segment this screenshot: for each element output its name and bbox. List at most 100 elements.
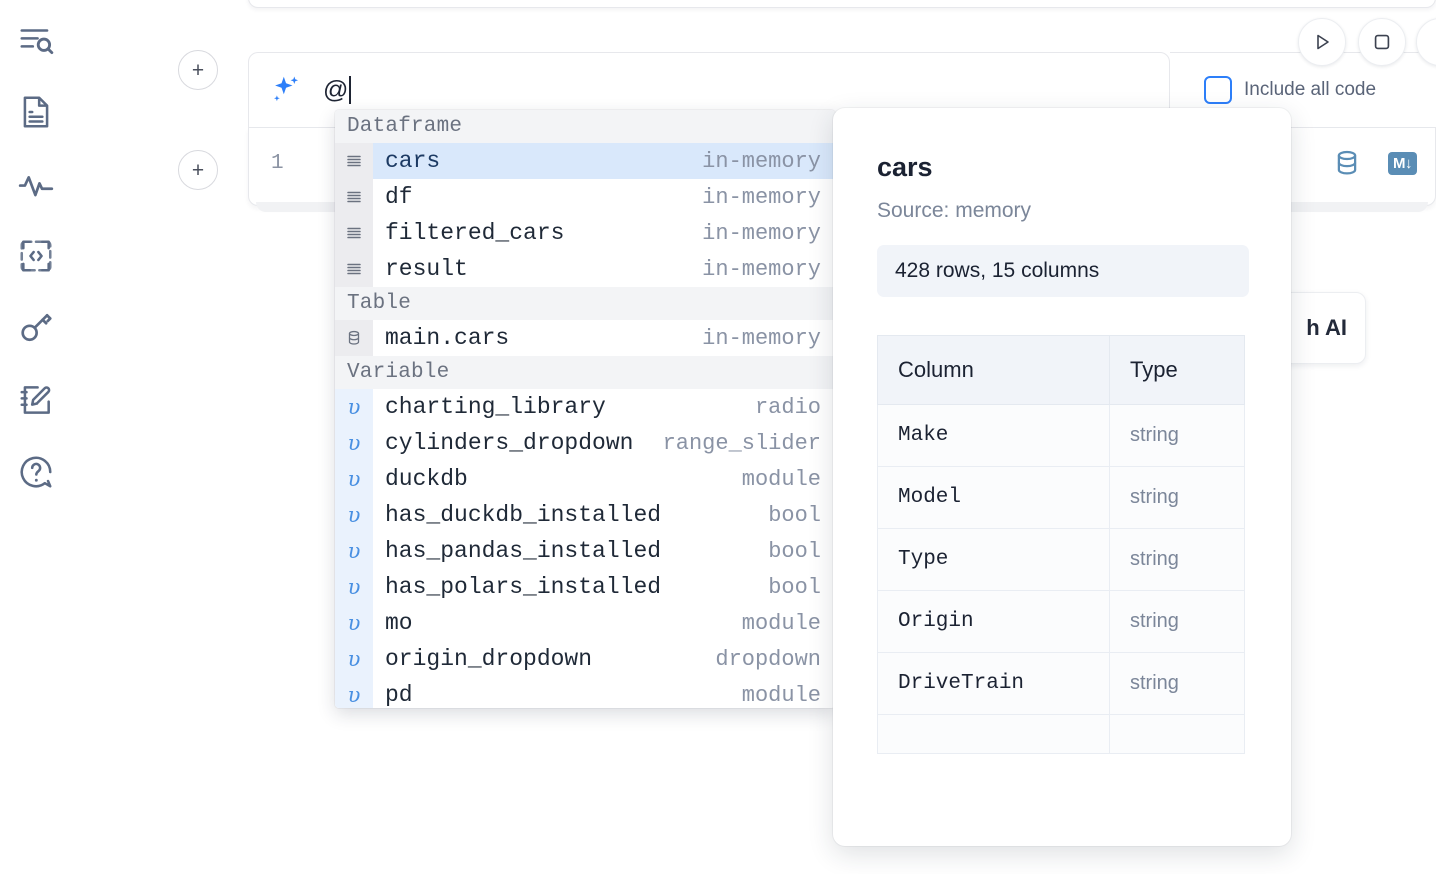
autocomplete-item-name: filtered_cars — [385, 220, 565, 246]
autocomplete-item-body: filtered_cars in-memory — [373, 215, 835, 251]
secrets-key-icon[interactable] — [16, 306, 56, 350]
autocomplete-item-meta: range_slider — [662, 430, 821, 456]
autocomplete-item-meta: module — [741, 610, 821, 636]
database-icon[interactable] — [1332, 148, 1362, 178]
snippets-code-icon[interactable] — [16, 234, 56, 278]
include-all-code-checkbox[interactable] — [1204, 76, 1232, 104]
autocomplete-item[interactable]: υ cylinders_dropdown range_slider — [335, 425, 835, 461]
autocomplete-item-name: has_polars_installed — [385, 574, 662, 600]
autocomplete-item-body: main.cars in-memory — [373, 320, 835, 356]
autocomplete-item-name: duckdb — [385, 466, 468, 492]
autocomplete-item-meta: radio — [754, 394, 821, 420]
entity-icon-cell — [335, 215, 373, 251]
schema-column-name: Type — [877, 528, 1110, 591]
include-all-code-label: Include all code — [1244, 79, 1377, 100]
dataframe-rows-icon — [347, 191, 361, 203]
activity-pulse-icon[interactable] — [16, 162, 56, 206]
text-caret — [349, 75, 352, 104]
variable-icon-cell: υ — [335, 425, 373, 461]
autocomplete-item-meta: module — [741, 682, 821, 708]
help-question-icon[interactable] — [16, 450, 56, 494]
include-all-code-toggle[interactable]: Include all code — [1204, 76, 1376, 104]
schema-row — [877, 714, 1245, 754]
markdown-badge[interactable]: M↓ — [1388, 151, 1417, 175]
autocomplete-section-header: Variable — [335, 356, 835, 389]
ai-prompt-value: @ — [323, 75, 349, 104]
variable-icon-cell: υ — [335, 569, 373, 605]
variable-icon: υ — [347, 683, 361, 707]
add-cell-button-top[interactable]: + — [178, 50, 218, 90]
variable-icon: υ — [347, 539, 361, 563]
variable-icon: υ — [347, 431, 361, 455]
variable-icon-cell: υ — [335, 461, 373, 497]
more-options-button[interactable] — [1416, 18, 1436, 66]
schema-column-type: string — [1109, 404, 1245, 467]
autocomplete-item-name: df — [385, 184, 413, 210]
variable-icon: υ — [347, 575, 361, 599]
autocomplete-item-body: has_polars_installed bool — [373, 569, 835, 605]
entity-icon-cell — [335, 251, 373, 287]
autocomplete-item-meta: in-memory — [702, 256, 821, 282]
autocomplete-item-meta: in-memory — [702, 220, 821, 246]
autocomplete-item-body: cylinders_dropdown range_slider — [373, 425, 835, 461]
autocomplete-item-meta: dropdown — [715, 646, 821, 672]
variable-icon-cell: υ — [335, 497, 373, 533]
add-cell-button-bottom[interactable]: + — [178, 150, 218, 190]
autocomplete-item[interactable]: main.cars in-memory — [335, 320, 835, 356]
dataframe-rows-icon — [347, 263, 361, 275]
entity-icon-cell — [335, 179, 373, 215]
autocomplete-item-meta: bool — [768, 574, 821, 600]
dataframe-rows-icon — [347, 227, 361, 239]
scratchpad-edit-icon[interactable] — [16, 378, 56, 422]
variable-icon-cell: υ — [335, 641, 373, 677]
autocomplete-item-meta: in-memory — [702, 184, 821, 210]
entity-icon-cell — [335, 143, 373, 179]
autocomplete-item-meta: in-memory — [702, 325, 821, 351]
variable-icon: υ — [347, 395, 361, 419]
autocomplete-item-name: main.cars — [385, 325, 510, 351]
schema-column-name: DriveTrain — [877, 652, 1110, 715]
autocomplete-item-name: has_pandas_installed — [385, 538, 662, 564]
left-sidebar — [0, 0, 72, 874]
ai-prompt-input[interactable]: @ — [323, 53, 1169, 127]
info-panel-source: Source: memory — [877, 199, 1032, 222]
autocomplete-item-name: cars — [385, 148, 441, 174]
variable-icon-cell: υ — [335, 389, 373, 425]
autocomplete-item-name: cylinders_dropdown — [385, 430, 634, 456]
explore-search-icon[interactable] — [16, 18, 56, 62]
stop-button[interactable] — [1358, 18, 1406, 66]
autocomplete-item[interactable]: filtered_cars in-memory — [335, 215, 835, 251]
autocomplete-item[interactable]: df in-memory — [335, 179, 835, 215]
schema-header-type: Type — [1109, 335, 1245, 405]
schema-column-type: string — [1109, 652, 1245, 715]
entity-icon-cell — [335, 320, 373, 356]
run-button[interactable] — [1298, 18, 1346, 66]
schema-header-column: Column — [877, 335, 1110, 405]
notebook-file-icon[interactable] — [16, 90, 56, 134]
autocomplete-item[interactable]: υ has_polars_installed bool — [335, 569, 835, 605]
cell-run-controls — [1298, 18, 1436, 66]
schema-column-name: Model — [877, 466, 1110, 529]
